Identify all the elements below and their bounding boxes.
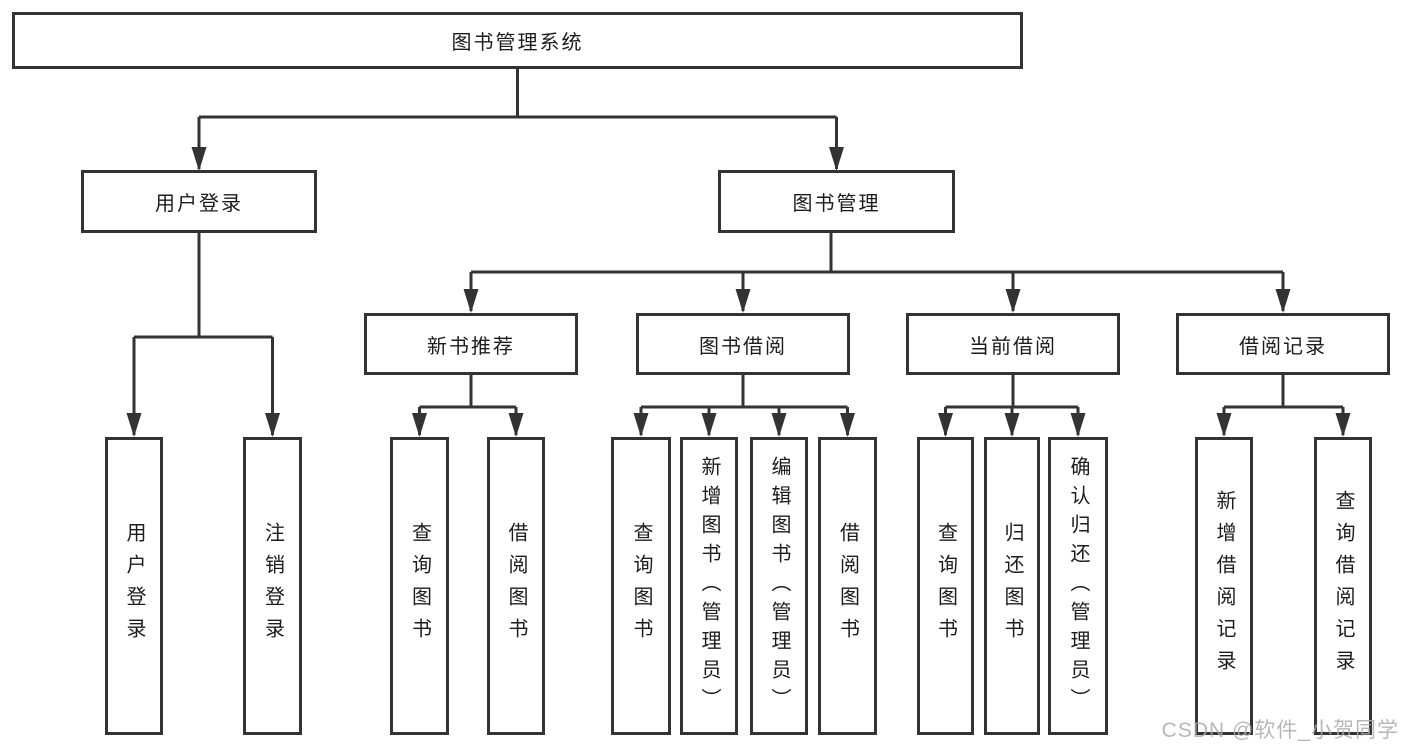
leaf-query-borrow-record-label: 查询借阅记录 (1332, 490, 1354, 682)
node-user-login: 用户登录 (81, 170, 317, 233)
node-library-system: 图书管理系统 (12, 12, 1023, 69)
leaf-logout-label: 注销登录 (261, 522, 284, 650)
leaf-query-books-borrowing: 查询图书 (611, 437, 671, 735)
leaf-user-login-label: 用户登录 (123, 522, 145, 650)
connector-new-book-recommend-to-leaves (412, 375, 524, 437)
leaf-query-books-borrowing-label: 查询图书 (630, 522, 652, 650)
node-book-management: 图书管理 (718, 170, 955, 233)
leaf-add-book-admin-label: 新增图书（管理员） (698, 455, 720, 717)
csdn-watermark: CSDN @软件_小贺同学 (1161, 719, 1399, 742)
leaf-query-books-recommend-label: 查询图书 (408, 522, 431, 650)
leaf-query-books-recommend: 查询图书 (390, 437, 449, 735)
leaf-return-book-label: 归还图书 (1001, 522, 1023, 650)
leaf-query-books-current: 查询图书 (917, 437, 974, 735)
connector-current-borrowing-to-leaves (938, 375, 1086, 437)
node-book-borrowing-label: 图书借阅 (699, 335, 787, 358)
leaf-add-borrow-record: 新增借阅记录 (1195, 437, 1253, 735)
node-library-system-label: 图书管理系统 (451, 32, 584, 54)
leaf-user-login: 用户登录 (105, 437, 163, 735)
leaf-confirm-return-admin-label: 确认归还（管理员） (1067, 455, 1089, 717)
node-current-borrowing-label: 当前借阅 (969, 335, 1057, 358)
leaf-query-borrow-record: 查询借阅记录 (1314, 437, 1372, 735)
connector-book-mgmt-to-level3 (463, 233, 1291, 313)
leaf-edit-book-admin-label: 编辑图书（管理员） (768, 455, 790, 717)
leaf-add-borrow-record-label: 新增借阅记录 (1213, 490, 1235, 682)
node-borrow-records-label: 借阅记录 (1239, 335, 1327, 358)
connector-root-to-level2 (191, 68, 844, 171)
leaf-query-books-current-label: 查询图书 (934, 522, 957, 650)
connector-user-login-to-leaves (126, 233, 280, 437)
leaf-logout: 注销登录 (243, 437, 302, 735)
node-user-login-label: 用户登录 (155, 193, 243, 215)
node-book-management-label: 图书管理 (792, 193, 881, 215)
node-new-book-recommend-label: 新书推荐 (427, 335, 515, 358)
leaf-confirm-return-admin: 确认归还（管理员） (1048, 437, 1108, 735)
connector-borrow-records-to-leaves (1216, 375, 1351, 437)
node-current-borrowing: 当前借阅 (906, 313, 1120, 375)
leaf-borrow-books-recommend-label: 借阅图书 (505, 522, 527, 650)
leaf-add-book-admin: 新增图书（管理员） (680, 437, 738, 735)
node-borrow-records: 借阅记录 (1176, 313, 1390, 375)
leaf-borrow-books-recommend: 借阅图书 (487, 437, 545, 735)
node-book-borrowing: 图书借阅 (636, 313, 850, 375)
leaf-edit-book-admin: 编辑图书（管理员） (750, 437, 808, 735)
connector-book-borrowing-to-leaves (633, 375, 855, 437)
leaf-return-book: 归还图书 (984, 437, 1040, 735)
leaf-borrow-books-label: 借阅图书 (836, 522, 859, 650)
leaf-borrow-books: 借阅图书 (818, 437, 877, 735)
node-new-book-recommend: 新书推荐 (364, 313, 578, 375)
